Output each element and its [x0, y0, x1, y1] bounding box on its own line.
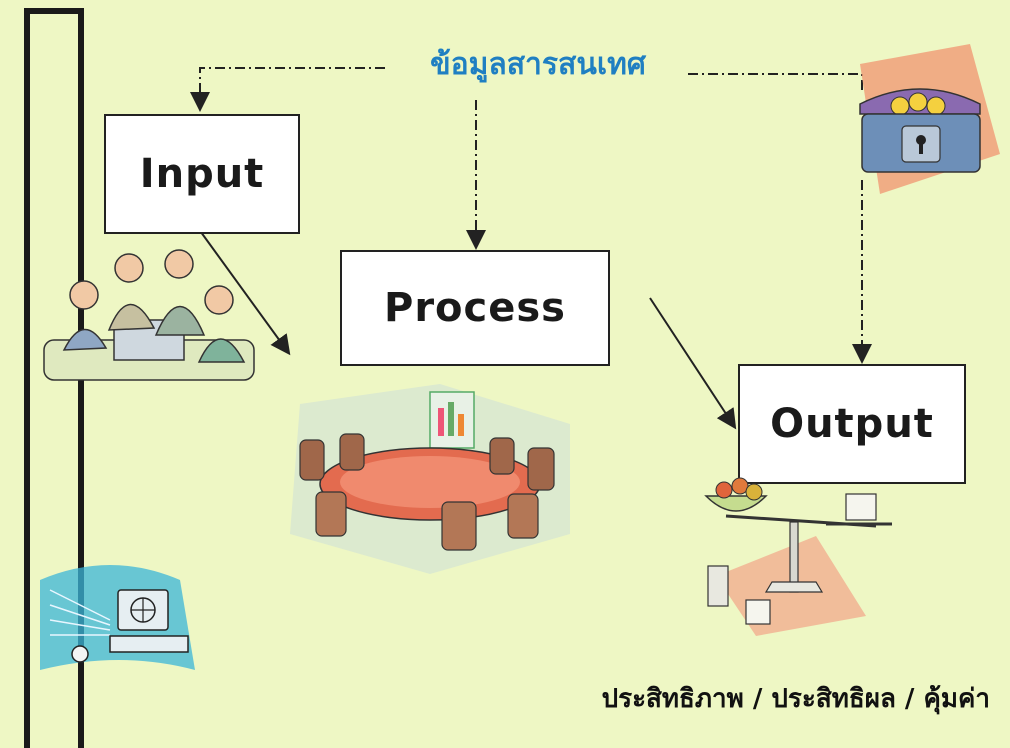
process-box: Process — [340, 250, 610, 366]
output-box: Output — [738, 364, 966, 484]
conference-table-icon — [290, 384, 570, 574]
treasure-chest-icon — [859, 44, 1000, 194]
connector-info-to-input — [190, 67, 385, 112]
people-meeting-icon — [43, 249, 255, 381]
balance-scale-icon — [704, 477, 892, 636]
input-box: Input — [104, 114, 300, 234]
info-label: ข้อมูลสารสนเทศ — [430, 46, 646, 82]
connector-info-to-chest — [688, 73, 863, 94]
arrow-input-to-process — [197, 227, 291, 356]
footer-text: ประสิทธิภาพ / ประสิทธิผล / คุ้มค่า — [601, 683, 990, 714]
process-label: Process — [384, 285, 566, 331]
input-label: Input — [139, 151, 265, 197]
output-label: Output — [770, 401, 934, 447]
solid-arrows — [197, 227, 737, 430]
computer-network-icon — [40, 565, 195, 670]
arrow-process-to-output — [649, 297, 737, 430]
